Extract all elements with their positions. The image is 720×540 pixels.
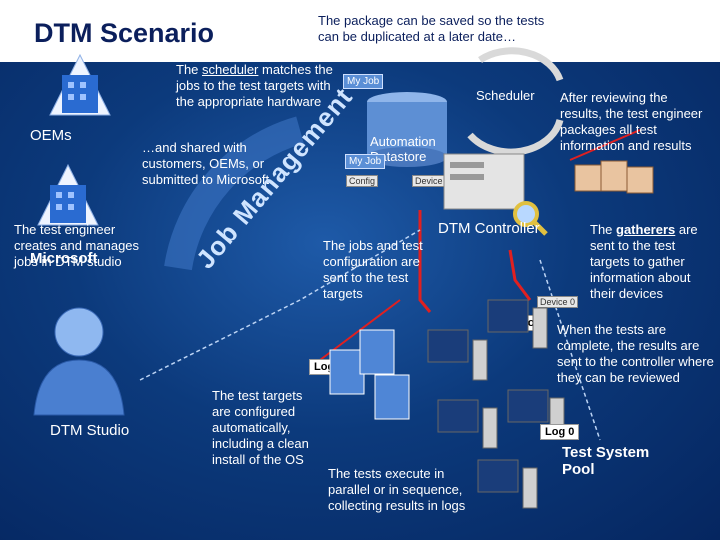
my-job-mid-chip: My Job [345,154,385,169]
gatherers-note-pre: The [590,222,616,237]
documents-icon [320,295,430,435]
cycle-arrow-top [480,51,560,80]
targets-note: The test targets are configured automati… [212,388,322,468]
jobs-sent-note: The jobs and test configuration are sent… [323,238,433,302]
complete-note: When the tests are complete, the results… [557,322,717,386]
test-system-pool-label: Test System Pool [562,444,672,478]
oems-label: OEMs [30,127,72,144]
scheduler-note-pre: The [176,62,202,77]
gatherers-link[interactable]: gatherers [616,222,675,237]
scheduler-note: The scheduler matches the jobs to the te… [176,62,336,110]
controller-label: DTM Controller [438,220,540,237]
user-icon [24,300,134,420]
config-tag: Config [346,175,378,187]
scheduler-label: Scheduler [476,88,535,103]
execute-note: The tests execute in parallel or in sequ… [328,466,488,514]
reviewing-note: After reviewing the results, the test en… [560,90,710,154]
microsoft-building-icon [28,160,108,230]
microsoft-label: Microsoft [30,250,98,267]
my-job-top-chip: My Job [343,74,383,89]
dtm-studio-label: DTM Studio [50,422,129,439]
package-icon [570,155,660,200]
scheduler-link[interactable]: scheduler [202,62,258,77]
gatherers-note: The gatherers are sent to the test targe… [590,222,710,302]
log-0-tag: Log 0 [540,424,579,440]
oem-building-icon [40,50,120,120]
